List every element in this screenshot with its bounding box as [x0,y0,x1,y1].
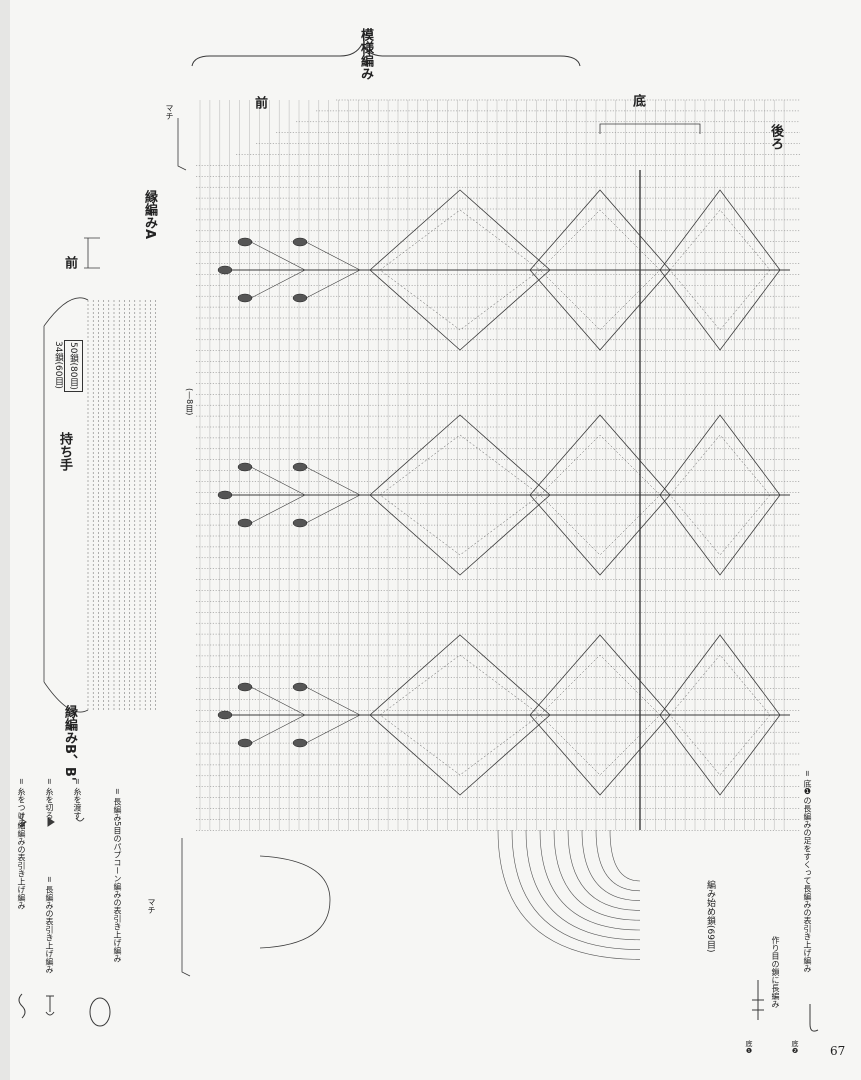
base-arc [567,829,641,911]
bottom-note-1: 作り目の鎖に長編み [771,936,780,1008]
legend-item-1: = 細編みの表引き上げ編み [17,812,26,910]
pass-yarn-icon [75,817,85,822]
bottom-label: 底 [630,94,645,107]
base-arc [539,829,641,931]
bottom-brace [599,123,701,134]
leaf-stem [305,714,361,744]
popcorn-leaf-icon [292,462,308,472]
slip-stitch-back-icon [18,993,26,1019]
base-arc [595,829,641,892]
back-label: 後ろ [768,124,783,150]
base-arc [511,829,641,950]
edge-a-brace [84,237,100,269]
popcorn-icon [89,997,111,1027]
front-label-edge: 前 [62,256,77,269]
leaf-stem [250,269,306,299]
post-dc-icon [45,995,55,1016]
base-arc [581,829,641,901]
pattern-main-label: 模様編み [358,28,373,80]
leaf-stem [305,466,361,496]
page-gutter [0,0,10,1080]
popcorn-leaf-icon [292,237,308,247]
popcorn-leaf-icon [237,293,253,303]
page-number: 67 [830,1044,846,1058]
popcorn-leaf-icon [237,682,253,692]
leaf-stem [250,466,306,496]
leaf-stem [250,241,306,271]
leaf-stem [305,686,361,716]
leaf-stem [305,494,361,524]
popcorn-leaf-icon [217,265,233,275]
front-label: 前 [252,96,267,109]
chain-34-label: 34鎖(60目) [53,341,63,389]
gusset-top-label: マチ [165,104,174,120]
legend-item-4: = 長編みの表引き上げ編み [45,876,54,974]
leaf-stem [250,494,306,524]
leaf-stem [305,241,361,271]
legend-item-6: = 長編み5目のパプコーン編みの表引き上げ編み [113,788,122,963]
popcorn-leaf-icon [237,518,253,528]
attach-yarn-icon [19,817,27,827]
bottom-1-symbol-icon [752,980,764,1020]
popcorn-leaf-icon [292,293,308,303]
leaf-stem [305,269,361,299]
chain-50-label: 50鎖(80目) [64,340,83,392]
bottom-note-1-label: 底❶ [745,1040,753,1055]
gusset-curve [259,855,331,949]
base-arc [497,829,641,960]
handle-curve-top [43,297,89,327]
leaf-stem [250,686,306,716]
legend-item-3: = 糸を切る [45,778,54,820]
handle-label: 持ち手 [57,432,72,471]
base-arc [553,829,641,921]
bottom-note-2-label: 底❷ [791,1040,799,1055]
bottom-note-2: = 底❶の長編みの足をすくって長編みの表引き上げ編み [803,770,812,973]
bottom-2-symbol-icon [809,1004,819,1032]
legend-item-2: = 糸をつける [17,778,26,828]
pattern-brace [191,42,581,67]
popcorn-leaf-icon [237,237,253,247]
base-arc [525,829,641,941]
edge-a-label: 縁編みA [142,190,157,240]
leaf-stem [250,714,306,744]
popcorn-leaf-icon [292,682,308,692]
popcorn-leaf-icon [292,518,308,528]
popcorn-leaf-icon [237,462,253,472]
handle-curve-bottom [43,681,89,713]
gusset-top-bracket [177,118,187,171]
popcorn-leaf-icon [292,738,308,748]
popcorn-leaf-icon [217,490,233,500]
gusset-bottom-bracket [181,838,191,977]
gusset-bottom-label: マチ [147,898,156,914]
base-arc [609,829,641,882]
legend-item-5: = 糸を渡す [73,778,82,820]
cut-yarn-icon [47,817,55,827]
edge-bb-label: 縁編みB、B' [62,705,77,781]
minus-8-label: (—8目) [185,388,194,416]
start-chain-label: 編み始め鎖(69目) [705,880,715,953]
popcorn-leaf-icon [237,738,253,748]
popcorn-leaf-icon [217,710,233,720]
